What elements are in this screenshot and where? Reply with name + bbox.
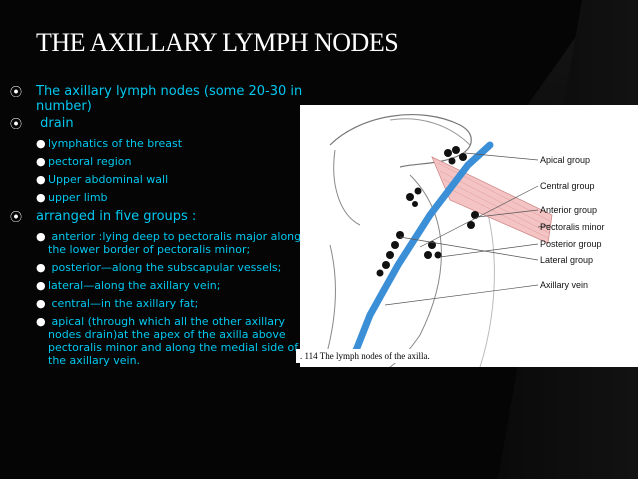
sub-bullet-text: central—in the axillary fat; — [51, 297, 199, 310]
sub-bullet-item: ● posterior—along the subscapular vessel… — [10, 261, 310, 274]
label-posterior-group: Posterior group — [540, 239, 602, 249]
sub-bullet-text: pectoral region — [48, 155, 132, 168]
circle-bullet-icon: ⦿ — [10, 210, 23, 224]
dot-bullet-icon: ● — [36, 137, 46, 150]
sub-bullet-item: ● apical (through which all the other ax… — [10, 315, 310, 367]
bullet-item: ⦿ drain — [10, 116, 310, 131]
sub-bullet-text: Upper abdominal wall — [48, 173, 169, 186]
bullet-text: The axillary lymph nodes (some 20-30 in … — [36, 84, 303, 114]
slide-content: ⦿ The axillary lymph nodes (some 20-30 i… — [10, 84, 310, 372]
sub-bullet-text: posterior—along the subscapular vessels; — [51, 261, 282, 274]
sub-bullet-item: ●pectoral region — [10, 155, 310, 168]
bullet-text: arranged in five groups : — [36, 209, 197, 224]
circle-bullet-icon: ⦿ — [10, 117, 23, 131]
bullet-item: ⦿ The axillary lymph nodes (some 20-30 i… — [10, 84, 310, 114]
slide-title: THE AXILLARY LYMPH NODES — [36, 28, 399, 57]
dot-bullet-icon: ● — [36, 315, 46, 328]
label-anterior-group: Anterior group — [540, 205, 597, 215]
dot-bullet-icon: ● — [36, 173, 46, 186]
label-lateral-group: Lateral group — [540, 255, 593, 265]
axillary-vein — [351, 141, 494, 357]
pectoralis-minor-muscle — [431, 156, 553, 244]
dot-bullet-icon: ● — [36, 261, 46, 274]
label-axillary-vein: Axillary vein — [540, 280, 588, 290]
figure-labels: Apical group Central group Anterior grou… — [540, 155, 605, 290]
caption-number: . 114 — [300, 351, 318, 361]
sub-bullet-item: ●upper limb — [10, 191, 310, 204]
sub-bullet-text: upper limb — [48, 191, 108, 204]
caption-text: The lymph nodes of the axilla. — [319, 351, 430, 361]
arm-outline — [324, 244, 336, 361]
sub-bullet-item: ● anterior :lying deep to pectoralis maj… — [10, 230, 310, 256]
label-apical-group: Apical group — [540, 155, 590, 165]
sub-bullet-item: ● central—in the axillary fat; — [10, 297, 310, 310]
bullet-text: drain — [40, 116, 74, 131]
shoulder-outline — [389, 118, 471, 146]
sub-bullet-item: ●lateral—along the axillary vein; — [10, 279, 310, 292]
dot-bullet-icon: ● — [36, 297, 46, 310]
label-central-group: Central group — [540, 181, 595, 191]
axilla-figure: Apical group Central group Anterior grou… — [300, 105, 638, 368]
sub-bullet-text: apical (through which all the other axil… — [48, 315, 299, 367]
circle-bullet-icon: ⦿ — [10, 85, 23, 99]
bullet-item: ⦿ arranged in five groups : — [10, 209, 310, 224]
humerus-outline — [333, 149, 361, 226]
dot-bullet-icon: ● — [36, 191, 46, 204]
sub-bullet-item: ●Upper abdominal wall — [10, 173, 310, 186]
lymph-nodes — [376, 146, 479, 277]
dot-bullet-icon: ● — [36, 230, 46, 243]
sub-bullet-text: lymphatics of the breast — [48, 137, 183, 150]
dot-bullet-icon: ● — [36, 279, 46, 292]
dot-bullet-icon: ● — [36, 155, 46, 168]
figure-caption: . 114 The lymph nodes of the axilla. — [296, 349, 480, 363]
label-pectoralis-minor: Pectoralis minor — [540, 222, 605, 232]
sub-bullet-item: ●lymphatics of the breast — [10, 137, 310, 150]
sub-bullet-text: lateral—along the axillary vein; — [48, 279, 221, 292]
sub-bullet-text: anterior :lying deep to pectoralis major… — [48, 230, 302, 256]
axilla-diagram: Apical group Central group Anterior grou… — [324, 114, 605, 368]
label-leaders — [384, 152, 551, 306]
